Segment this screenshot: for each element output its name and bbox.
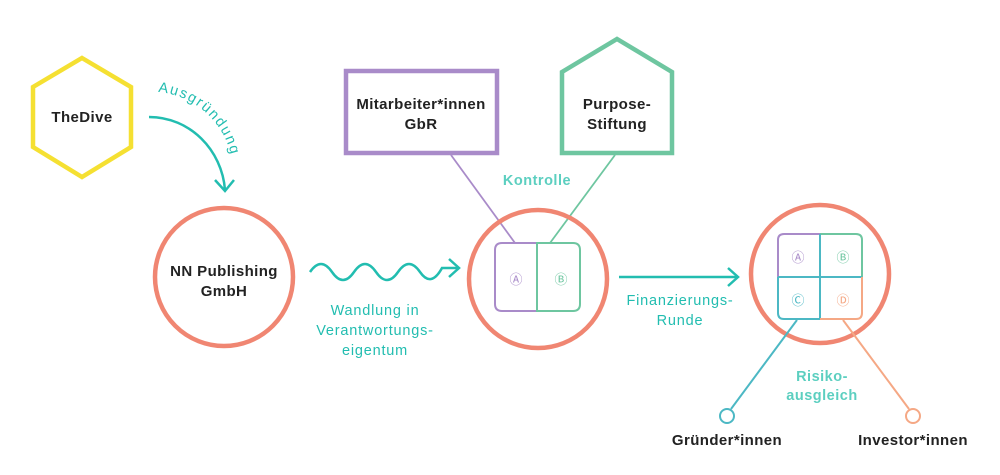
wandlung-line2: Verantwortungs- (316, 323, 434, 339)
node-thedive: TheDive (30, 55, 134, 180)
node-company-after-financing: Ⓐ Ⓑ Ⓒ Ⓓ (748, 202, 892, 346)
investor-label: Investor*innen (858, 432, 968, 449)
mitarbeiter-line1: Mitarbeiter*innen (356, 96, 485, 113)
circle-shape (466, 207, 610, 351)
hexagon-shape (30, 55, 134, 180)
share-a-label: Ⓐ (791, 250, 804, 265)
share-d-label: Ⓓ (836, 293, 849, 308)
nn-publishing-line2: GmbH (201, 283, 248, 300)
ausgruendung-label-path: Ausgründung (157, 80, 241, 157)
share-box-a (494, 242, 537, 312)
house-shape (559, 36, 675, 156)
share-box-c (777, 234, 862, 320)
wandlung-line3: eigentum (342, 343, 408, 359)
connector-gruender (730, 319, 798, 410)
finanzierung-line2: Runde (657, 313, 704, 329)
edge-risiko: Risiko- ausgleich Gründer*innen Investor… (672, 319, 968, 449)
purpose-line1: Purpose- (583, 96, 651, 113)
mitarbeiter-line2: GbR (405, 116, 438, 133)
edge-kontrolle: Kontrolle (450, 154, 616, 244)
circle-shape (748, 202, 892, 346)
connector-investor (842, 319, 910, 410)
investor-node-icon (905, 408, 921, 424)
rectangle-shape (343, 68, 500, 156)
edge-finanzierung: Finanzierungs- Runde (619, 267, 740, 329)
purpose-line2: Stiftung (587, 116, 647, 133)
edge-ausgruendung: Ausgründung (148, 80, 243, 193)
curved-arrow-icon (148, 115, 227, 191)
wandlung-line1: Wandlung in (331, 303, 420, 319)
share-box-b (536, 242, 581, 312)
share-box-d (820, 277, 863, 320)
gruender-node-icon (719, 408, 735, 424)
risiko-line1: Risiko- (796, 369, 848, 385)
node-mitarbeiter: Mitarbeiter*innen GbR (343, 68, 500, 156)
share-b-label: Ⓑ (554, 272, 567, 287)
kontrolle-label: Kontrolle (503, 173, 571, 189)
wavy-arrow-icon (308, 262, 458, 282)
ausgruendung-label: Ausgründung (157, 80, 243, 157)
share-a-label: Ⓐ (509, 272, 522, 287)
arrowhead-icon (727, 267, 740, 287)
share-box-a (777, 233, 820, 277)
share-b-label: Ⓑ (836, 250, 849, 265)
control-line-purpose (549, 154, 616, 244)
arrowhead-icon (448, 258, 461, 278)
circle-shape (152, 205, 296, 349)
arrowhead-icon (214, 179, 235, 193)
gruender-label: Gründer*innen (672, 432, 782, 449)
share-box-b (820, 233, 863, 277)
node-nn-publishing: NN Publishing GmbH (152, 205, 296, 349)
node-company-after-conversion: Ⓐ Ⓑ (466, 207, 610, 351)
control-line-mitarbeiter (450, 154, 516, 244)
thedive-label: TheDive (51, 109, 112, 126)
risiko-line2: ausgleich (786, 388, 857, 404)
share-c-label: Ⓒ (791, 293, 804, 308)
finanzierung-line1: Finanzierungs- (626, 293, 733, 309)
node-purpose: Purpose- Stiftung (559, 36, 675, 156)
nn-publishing-line1: NN Publishing (170, 263, 278, 280)
edge-wandlung: Wandlung in Verantwortungs- eigentum (308, 258, 461, 359)
